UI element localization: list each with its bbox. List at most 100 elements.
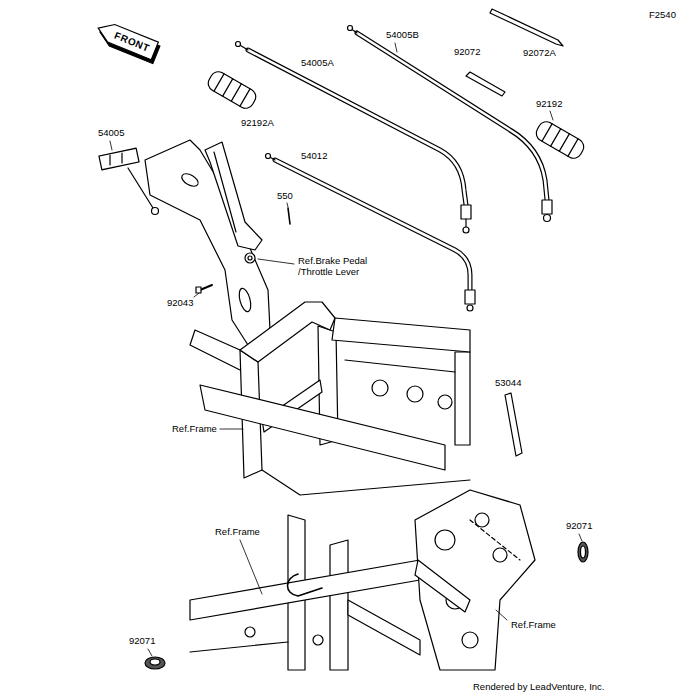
pedal-bracket: [248, 256, 252, 260]
throttle-cable: [236, 42, 241, 47]
throttle-cable: [357, 33, 547, 200]
frame: [372, 380, 388, 396]
grip-sleeve: [231, 84, 241, 101]
callout-number: 54005B: [385, 30, 420, 41]
cable-holder: [152, 208, 159, 215]
leader-line: [110, 43, 582, 656]
grommet: [150, 659, 160, 665]
grip-sleeve: [559, 134, 569, 151]
callout-number: 92071: [565, 521, 593, 532]
callout-number: 550: [276, 191, 294, 202]
grip-sleeve: [240, 89, 250, 106]
cable-holder: [121, 153, 122, 163]
grip-sleeve: [533, 119, 586, 161]
arrow-face: [95, 19, 159, 59]
reference-note: Ref.Brake Pedal /Throttle Lever: [297, 256, 389, 278]
throttle-cable: [544, 215, 551, 222]
callout-number: 92043: [166, 298, 194, 309]
pin: [288, 208, 290, 224]
brake-cable: [275, 160, 470, 290]
frame: [245, 627, 255, 637]
front-arrow: FRONT: [95, 19, 159, 59]
callout-number: 54012: [300, 151, 328, 162]
throttle-cable: [461, 205, 471, 219]
grip-sleeve: [568, 139, 578, 156]
brake-cable: [275, 160, 470, 290]
callout-number: 92192A: [240, 118, 275, 129]
throttle-cable: [357, 33, 547, 200]
frame: [348, 600, 420, 655]
grip-sleeve: [223, 79, 233, 96]
grip-sleeve: [214, 74, 224, 91]
pedal-bracket: [245, 253, 255, 263]
throttle-cable: [542, 200, 552, 214]
leader-line: [496, 610, 507, 620]
frame: [288, 574, 323, 596]
grommet: [578, 542, 588, 562]
throttle-cable: [463, 227, 469, 233]
pin: [288, 208, 290, 224]
frame: [190, 515, 420, 670]
bolt: [196, 285, 212, 293]
brake-cable: [465, 290, 475, 304]
throttle-cable: [465, 219, 466, 227]
throttle-lever: [214, 152, 236, 232]
frame: [493, 548, 507, 562]
throttle-cable: [248, 50, 466, 205]
grip-sleeve: [551, 129, 561, 146]
reference-note: Ref.Frame: [510, 620, 557, 631]
pedal-bracket: [145, 140, 270, 345]
leader-line: [240, 540, 262, 594]
brake-cable: [266, 154, 271, 159]
leader-line: [258, 259, 294, 264]
pedal-bracket: [237, 287, 253, 313]
callout-number: 92192: [535, 99, 563, 110]
frame: [470, 520, 520, 560]
frame: [200, 385, 445, 470]
frame: [415, 490, 535, 670]
frame: [313, 635, 323, 645]
frame: [190, 560, 420, 620]
callout-number: 92071: [128, 636, 156, 647]
frame: [438, 395, 452, 409]
frame: [190, 330, 240, 370]
callout-number: 54005A: [300, 58, 335, 69]
grommet: [581, 546, 586, 558]
leader-line: [220, 429, 243, 430]
frame: [415, 560, 470, 612]
callout-number: 92072: [453, 47, 481, 58]
frame: [475, 513, 489, 527]
leader-line: [194, 293, 199, 297]
leader-line: [148, 649, 152, 656]
cable-holder: [99, 148, 139, 170]
frame: [240, 302, 335, 362]
grommet: [145, 657, 165, 669]
grip-sleeve: [533, 119, 586, 161]
cable-holder: [128, 168, 153, 208]
cable-tie: [466, 72, 505, 96]
leader-line: [110, 141, 112, 150]
frame: [190, 642, 288, 652]
bolt: [200, 285, 212, 290]
frame: [455, 352, 470, 445]
cable-holder: [99, 148, 159, 214]
reference-note: Ref.Frame: [214, 527, 261, 538]
grip-sleeve: [205, 69, 258, 111]
frame: [330, 540, 348, 670]
frame: [345, 360, 455, 372]
leader-line: [287, 203, 288, 207]
callout-number: 54005: [97, 128, 125, 139]
throttle-cable: [248, 50, 466, 205]
throttle-lever: [205, 142, 262, 250]
brake-cable: [266, 154, 476, 312]
frame: [462, 632, 478, 648]
frame-strip: [505, 393, 522, 456]
frame-strip: [505, 393, 522, 456]
grip-sleeve: [205, 69, 258, 111]
grommet: [145, 657, 165, 669]
credit-line: Rendered by LeadVenture, Inc.: [472, 682, 606, 693]
callout-number: 53044: [494, 378, 522, 389]
frame: [415, 490, 535, 670]
